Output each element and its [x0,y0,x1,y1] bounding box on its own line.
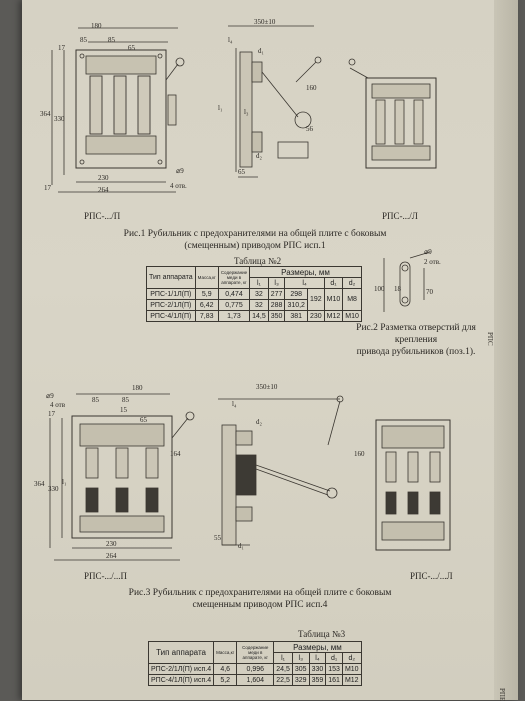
table2-sub-l1: l₁ [249,277,269,289]
fig3-dim-17: 17 [48,410,55,418]
fig3-side-view [210,395,350,555]
fig1-dim-56: 56 [306,125,313,133]
table2-col-energy: Содержание меди в аппарате, кг [217,266,251,289]
fig1-hole: ⌀9 [176,167,184,175]
fig3-dim-85b: 85 [122,396,129,404]
fig3-dim-230: 230 [106,540,117,548]
margin-label-side: РПС [486,332,494,346]
table3-sub-d1: d₁ [325,652,343,664]
fig3-dim-15: 15 [120,406,127,414]
table2-sub-d1: d₁ [323,277,344,289]
fig1-right-view [348,48,443,173]
table-row: РПС-2/1Л(П) исп.4 4,6 0,996 24,5 305 330… [147,663,362,675]
fig2-dim-100: 100 [374,285,385,293]
fig1-holes: 4 отв. [170,182,187,190]
fig1-dim-65: 65 [128,44,135,52]
fig3-dim-330: 330 [48,485,59,493]
fig3-dim-l1: l₁ [62,478,67,486]
table3-sub-l1: l₁ [273,652,293,664]
fig2-dim-70: 70 [426,288,433,296]
fig2-holes: 2 отв. [424,258,441,266]
fig3-dim-364: 364 [34,480,45,488]
margin-label-bottom: РПЕ [498,688,506,701]
fig3-holes: 4 отв [50,401,66,409]
table3-sub-l4: l₄ [308,652,327,664]
fig1-dim-350: 350±10 [254,18,276,26]
table2-col-mass: Масса,кг [194,266,219,289]
fig2-dim-18: 18 [394,285,401,293]
table2-sub-l4: l₄ [284,277,325,289]
fig1-dim-l4: l₄ [228,36,233,44]
table2: Тип аппарата Масса,кг Содержание меди в … [146,266,362,322]
fig3-dim-350: 350±10 [256,383,278,391]
fig3-dim-164: 164 [170,450,181,458]
table-row: РПС-1/1Л(П) 5,9 0,474 32 277 298 192 M10… [146,288,362,311]
table3-col-type: Тип аппарата [147,641,215,664]
fig3-front-view [40,388,200,568]
fig3-dim-d2: d₂ [256,418,262,426]
table3-sub-l3: l₃ [291,652,310,664]
fig1-side-view [218,22,328,187]
table2-title: Таблица №2 [234,256,282,266]
fig3-dim-55: 55 [214,534,221,542]
fig3-right-view [368,412,458,557]
table-row: РПС-4/1Л(П) исп.4 5,2 1,604 22,5 329 359… [147,674,362,686]
fig1-dim-364: 364 [40,110,51,118]
fig1-dim-160: 160 [306,84,317,92]
table-row: РПС-4/1Л(П) 7,83 1,73 14,5 350 381 230 M… [146,310,362,322]
fig3-label-right: РПС-.../...Л [410,571,453,581]
sheet-edge [494,0,518,700]
fig2-hole-layout [370,250,460,320]
fig1-dim-17: 17 [44,184,51,192]
fig1-front-view [48,20,198,200]
fig3-dim-85a: 85 [92,396,99,404]
table3-col-mass: Масса,кг [213,641,238,664]
table3-col-energy: Содержание меди в аппарате, кг [236,641,275,664]
fig2-hole: ⌀9 [424,248,432,256]
fig3-label-left: РПС-.../...П [84,571,128,581]
fig3-hole: ⌀9 [46,392,54,400]
table2-col-type: Тип аппарата [146,266,196,289]
fig1-label-left: РПС-.../П [84,211,121,221]
fig1-dim-d1: d₁ [258,47,264,55]
fig3-dim-d1: d₁ [238,542,244,550]
fig1-dim-180: 180 [91,22,102,30]
fig1-caption: Рис.1 Рубильник с предохранителями на об… [123,229,387,251]
fig1-dim-l3: l₃ [244,108,249,116]
table2-sub-d2: d₂ [342,277,362,289]
fig1-dim-230: 230 [98,174,109,182]
table3-title: Таблица №3 [298,629,346,639]
fig1-dim-85a: 85 [80,36,87,44]
fig1-dim-17top: 17 [58,44,65,52]
fig1-dim-85b: 85 [108,36,115,44]
fig1-dim-330: 330 [54,115,65,123]
fig3-dim-160: 160 [354,450,365,458]
table2-col-sizes: Размеры, мм [249,266,362,278]
table3: Тип аппарата Масса,кг Содержание меди в … [147,641,362,686]
fig3-dim-264: 264 [106,552,117,560]
fig3-dim-65: 65 [140,416,147,424]
fig1-dim-65b: 65 [238,168,245,176]
document-sheet [22,0,518,700]
fig3-caption: Рис.3 Рубильник с предохранителями на об… [128,588,392,610]
fig1-label-right: РПС-.../Л [382,211,418,221]
fig1-dim-d2: d₂ [256,152,262,160]
fig3-dim-l4: l₄ [232,400,237,408]
table3-col-sizes: Размеры, мм [273,641,362,653]
fig3-dim-180: 180 [132,384,143,392]
fig1-dim-l1: l₁ [218,104,223,112]
fig2-caption: Рис.2 Разметка отверстий для крепления п… [356,323,476,357]
table3-sub-d2: d₂ [341,652,362,664]
table2-sub-l3: l₃ [267,277,286,289]
fig1-dim-264: 264 [98,186,109,194]
